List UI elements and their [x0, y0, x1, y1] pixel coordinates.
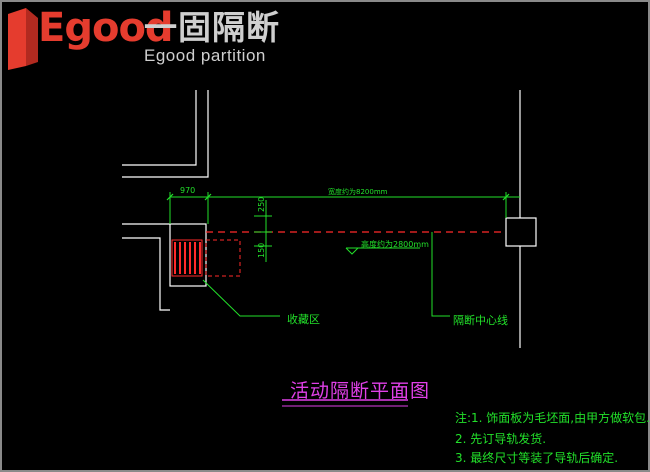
dimension-vertical-upper: 250	[257, 196, 266, 212]
left-wall	[122, 223, 207, 311]
note-item-3: 3. 最终尺寸等装了导轨后确定.	[455, 451, 619, 465]
note-item-1: 注:1. 饰面板为毛坯面,由甲方做软包.	[455, 411, 650, 425]
dimension-lines	[169, 192, 520, 317]
dimension-total-width: 宽度约为8200mm	[328, 188, 388, 196]
dimension-ticks	[166, 193, 510, 201]
label-partition-centerline: 隔断中心线	[453, 314, 508, 327]
dimension-top-offset: 970	[180, 186, 196, 195]
upper-left-wall	[122, 90, 209, 178]
note-item-2: 2. 先订导轨发货.	[455, 432, 547, 446]
dimension-vertical-lower: 150	[257, 242, 266, 258]
drawing-title: 活动隔断平面图	[290, 380, 431, 402]
right-wall	[505, 90, 537, 348]
logo-brand-word: Egood	[38, 5, 174, 51]
storage-pocket-outline	[205, 239, 241, 277]
logo-chinese-name: 一固隔断	[144, 8, 280, 47]
logo-cube-icon	[8, 8, 38, 70]
label-storage-area: 收藏区	[287, 313, 320, 326]
storage-panel-stack	[171, 239, 203, 277]
logo-english-name: Egood partition	[144, 46, 266, 65]
dimension-height: 高度约为2800mm	[361, 240, 429, 249]
